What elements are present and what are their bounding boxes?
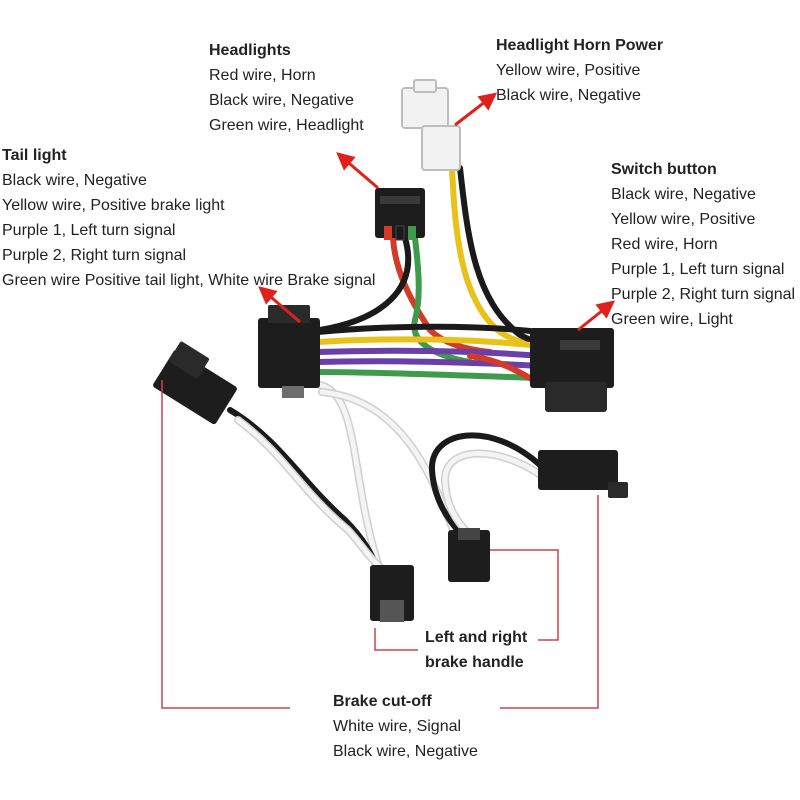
wire-purple1-main [315,347,543,359]
headlights-line: Black wire, Negative [209,92,354,109]
wire-green-main [315,369,543,381]
wire-red-headlight [390,235,493,355]
brake-handle-left-connector [370,565,414,622]
tail-light-line: Black wire, Negative [2,172,147,189]
brake-cutoff-line: White wire, Signal [333,718,462,735]
wire-black-headlight [317,235,412,333]
brake-cutoff-title: Brake cut-off [333,693,432,710]
wire-white-brake-right-core [442,451,548,538]
leader-lines [161,380,599,709]
tail-light-line: Green wire Positive tail light, White wi… [2,272,376,289]
brake-handle-right-connector [448,528,490,582]
brake-cutoff-leader-left [161,380,290,709]
tail-light-line: Purple 1, Left turn signal [2,222,176,239]
tail-light-title: Tail light [2,147,67,164]
wire-purple2-main [315,358,543,369]
switch-button-line: Black wire, Negative [611,186,756,203]
brake-handle-leader-left [374,628,418,651]
horn-power-label: Headlight Horn Power Yellow wire, Positi… [496,33,663,108]
headlights-line: Green wire, Headlight [209,117,364,134]
wire-bundle [227,165,549,576]
switch-button-connector [530,328,614,412]
brake-cutoff-connector [153,341,237,425]
brake-cutoff-leader-right [500,495,599,709]
brake-handle-leader-right [490,549,559,641]
switch-button-arrow [577,300,616,332]
switch-button-line: Purple 2, Right turn signal [611,286,796,303]
headlights-arrow [336,152,379,190]
switch-button-title: Switch button [611,161,717,178]
tail-light-line: Purple 2, Right turn signal [2,247,187,264]
switch-button-label: Switch button Black wire, Negative Yello… [611,157,795,332]
headlights-line: Red wire, Horn [209,67,316,84]
tail-light-connector [258,305,320,398]
switch-button-line: Red wire, Horn [611,236,718,253]
horn-power-title: Headlight Horn Power [496,37,664,54]
headlights-label: Headlights Red wire, Horn Black wire, Ne… [209,38,364,138]
wire-black-main [315,323,543,335]
switch-button-line: Purple 1, Left turn signal [611,261,785,278]
switch-button-line: Green wire, Light [611,311,733,328]
brake-cutoff-label: Brake cut-off White wire, Signal Black w… [333,689,478,764]
horn-power-line: Black wire, Negative [496,87,641,104]
brake-handle-label: Left and right brake handle [425,625,527,675]
switch-button-line: Yellow wire, Positive [611,211,756,228]
headlight-connector [375,188,425,241]
tail-light-line: Yellow wire, Positive brake light [2,197,225,214]
tail-light-label: Tail light Black wire, Negative Yellow w… [2,143,375,293]
tail-light-arrow [258,286,301,324]
horn-power-arrow [454,92,498,127]
brake-handle-line: brake handle [425,654,524,671]
wire-white-cutoff-core [235,417,389,575]
brake-right-connector [538,450,628,498]
wire-white-brake-a-core [317,382,383,573]
brake-cutoff-line: Black wire, Negative [333,743,478,760]
pointer-arrows [258,92,616,332]
wire-yellow-main [315,336,543,349]
wire-black-horn [457,165,543,345]
brake-handle-line: Left and right [425,629,528,646]
headlights-title: Headlights [209,42,291,59]
horn-power-line: Yellow wire, Positive [496,62,641,79]
horn-power-connector [401,79,461,171]
wire-black-brake-right [428,432,543,538]
